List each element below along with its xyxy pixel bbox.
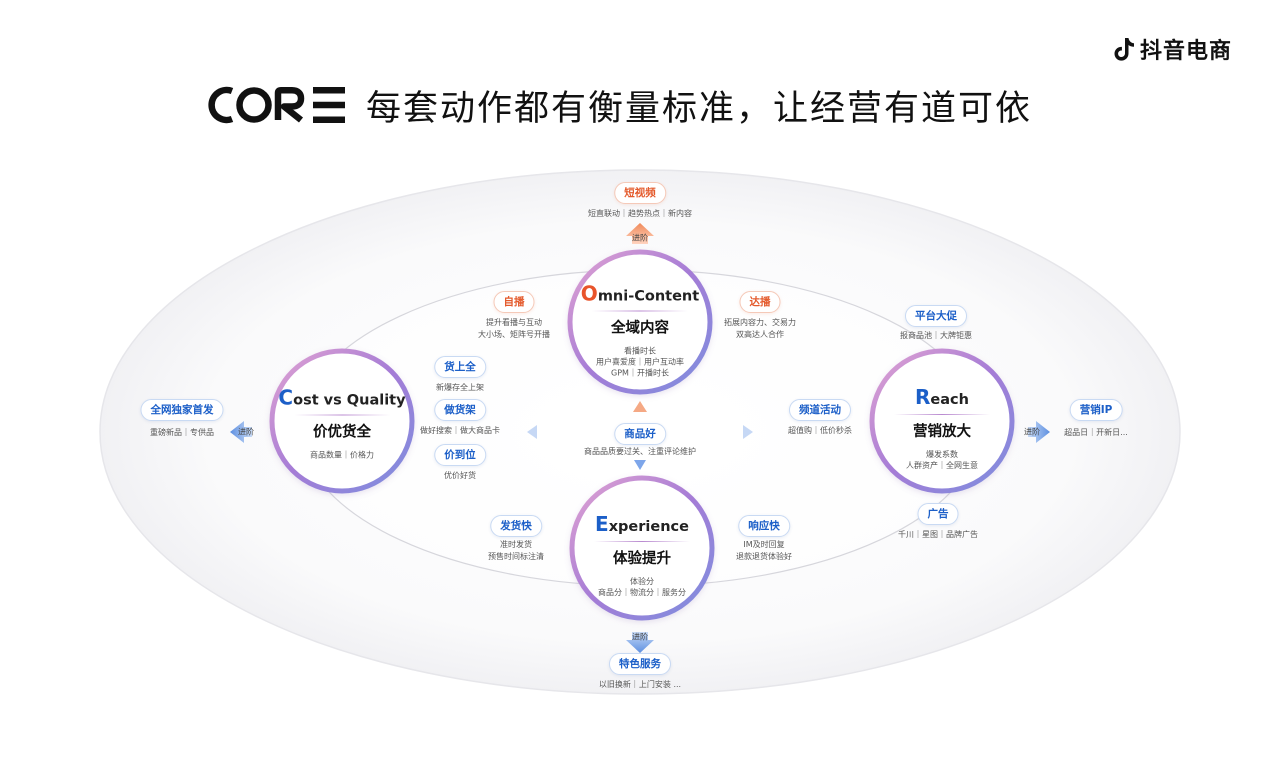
node-subtitle: 价优货全	[313, 424, 371, 441]
cost-quality-ring	[269, 348, 415, 494]
node-cost-quality: Cost vs Quality 价优货全 商品数量｜价格力	[278, 386, 405, 461]
pill-sub-ship-fast: 准时发货 预售时间标注清	[488, 540, 544, 561]
node-initial: C	[278, 385, 294, 410]
arrow-right-to-marketing-ip	[1028, 421, 1050, 443]
node-omni-content: Omni-Content 全域内容 看播时长 用户喜爱度｜用户互动率 GPM｜开…	[581, 282, 699, 379]
pill-price-right: 价到位	[434, 444, 486, 466]
pill-exclusive-first: 全网独家首发	[140, 399, 224, 421]
pill-ship-fast: 发货快	[490, 515, 542, 537]
pill-sub-creator-live: 拓展内容力、交易力 双高达人合作	[724, 318, 796, 339]
pill-sub-respond-fast: IM及时回复 退款退货体验好	[736, 540, 792, 561]
pill-self-live: 自播	[493, 291, 535, 313]
step-label-left: 进阶	[238, 427, 254, 437]
node-metrics: 爆发系数 人群资产｜全网生意	[894, 449, 990, 471]
arrow-down-to-experience	[634, 460, 646, 470]
arrow-left-to-exclusive	[230, 421, 252, 443]
chevron-left-icon	[527, 425, 537, 439]
pill-sub-goods-shelf: 做好搜索｜做大商品卡	[420, 426, 500, 435]
pill-sub-marketing-ip: 超品日｜开新日...	[1064, 428, 1128, 437]
pill-sub-short-video: 短直联动｜趋势热点｜新内容	[588, 209, 692, 218]
node-title: ost vs Quality	[293, 392, 406, 409]
node-experience: Experience 体验提升 体验分 商品分｜物流分｜服务分	[594, 512, 690, 598]
pill-special-service: 特色服务	[609, 653, 671, 675]
node-subtitle: 全域内容	[610, 320, 669, 337]
node-title: mni-Content	[597, 288, 700, 305]
pill-ad: 广告	[917, 503, 959, 525]
node-subtitle: 营销放大	[913, 424, 971, 440]
step-label-right: 进阶	[1024, 427, 1040, 437]
headline: 每套动作都有衡量标准，让经营有道可依	[200, 76, 1032, 134]
metric-line: 看播时长	[623, 346, 656, 356]
step-label-top: 进阶	[632, 233, 648, 243]
node-metrics: 看播时长 用户喜爱度｜用户互动率 GPM｜开播时长	[581, 346, 699, 379]
headline-title: 每套动作都有衡量标准，让经营有道可依	[366, 88, 1033, 129]
pill-sub-goods-full: 新爆存全上架	[436, 383, 484, 392]
core-logo	[208, 86, 345, 124]
pill-sub-self-live: 提升看播与互动 大小场、矩阵号开播	[478, 318, 550, 339]
pill-goods-shelf: 做货架	[434, 399, 486, 421]
reach-ring	[869, 348, 1015, 494]
metric-line: 用户喜爱度｜用户互动率	[595, 357, 684, 367]
pill-respond-fast: 响应快	[738, 515, 790, 537]
douyin-note-icon	[1114, 38, 1134, 61]
pill-product-good: 商品好	[614, 423, 666, 445]
node-reach: Reach 营销放大 爆发系数 人群资产｜全网生意	[894, 385, 990, 471]
pill-short-video: 短视频	[614, 182, 666, 204]
metric-line: GPM｜开播时长	[611, 368, 669, 378]
pill-sub-exclusive-first: 重磅新品｜专供品	[150, 428, 214, 437]
arrow-down-to-special-service	[626, 632, 654, 653]
pill-creator-live: 达播	[739, 291, 781, 313]
pill-goods-full: 货上全	[434, 356, 486, 378]
node-metrics: 商品数量｜价格力	[278, 450, 405, 461]
brand: 抖音电商	[1112, 34, 1232, 64]
experience-ring	[569, 475, 715, 621]
node-metrics: 体验分 商品分｜物流分｜服务分	[594, 576, 690, 598]
node-initial: R	[915, 385, 931, 409]
pill-sub-product-good: 商品品质要过关、注重评论维护	[584, 447, 696, 456]
metric-line: 商品分｜物流分｜服务分	[598, 588, 686, 597]
node-title: each	[930, 392, 969, 408]
node-initial: E	[595, 512, 609, 536]
pill-sub-platform-promo: 报商品池｜大牌钜惠	[900, 331, 972, 340]
metric-line: 爆发系数	[926, 450, 958, 459]
arrow-up-to-omni	[633, 401, 647, 412]
pill-sub-ad: 千川｜星图｜品牌广告	[898, 530, 978, 539]
node-title: xperience	[608, 519, 689, 535]
chevron-right-icon	[743, 425, 753, 439]
node-initial: O	[580, 281, 598, 306]
pill-sub-special-service: 以旧换新｜上门安装 ...	[598, 680, 682, 689]
brand-name: 抖音电商	[1140, 39, 1233, 64]
metric-line: 体验分	[630, 577, 654, 586]
pill-platform-promo: 平台大促	[905, 305, 967, 327]
arrow-up-to-short-video	[626, 223, 654, 244]
metric-line: 人群资产｜全网生意	[906, 461, 978, 470]
pill-sub-price-right: 优价好货	[444, 471, 476, 480]
pill-channel-event: 频道活动	[789, 399, 851, 421]
pill-marketing-ip: 营销IP	[1069, 399, 1123, 421]
pill-sub-channel-event: 超值购｜低价秒杀	[788, 426, 852, 435]
metric-line: 商品数量｜价格力	[310, 450, 374, 460]
omni-content-ring	[567, 249, 713, 395]
node-subtitle: 体验提升	[613, 551, 671, 567]
step-label-bottom: 进阶	[632, 632, 648, 642]
